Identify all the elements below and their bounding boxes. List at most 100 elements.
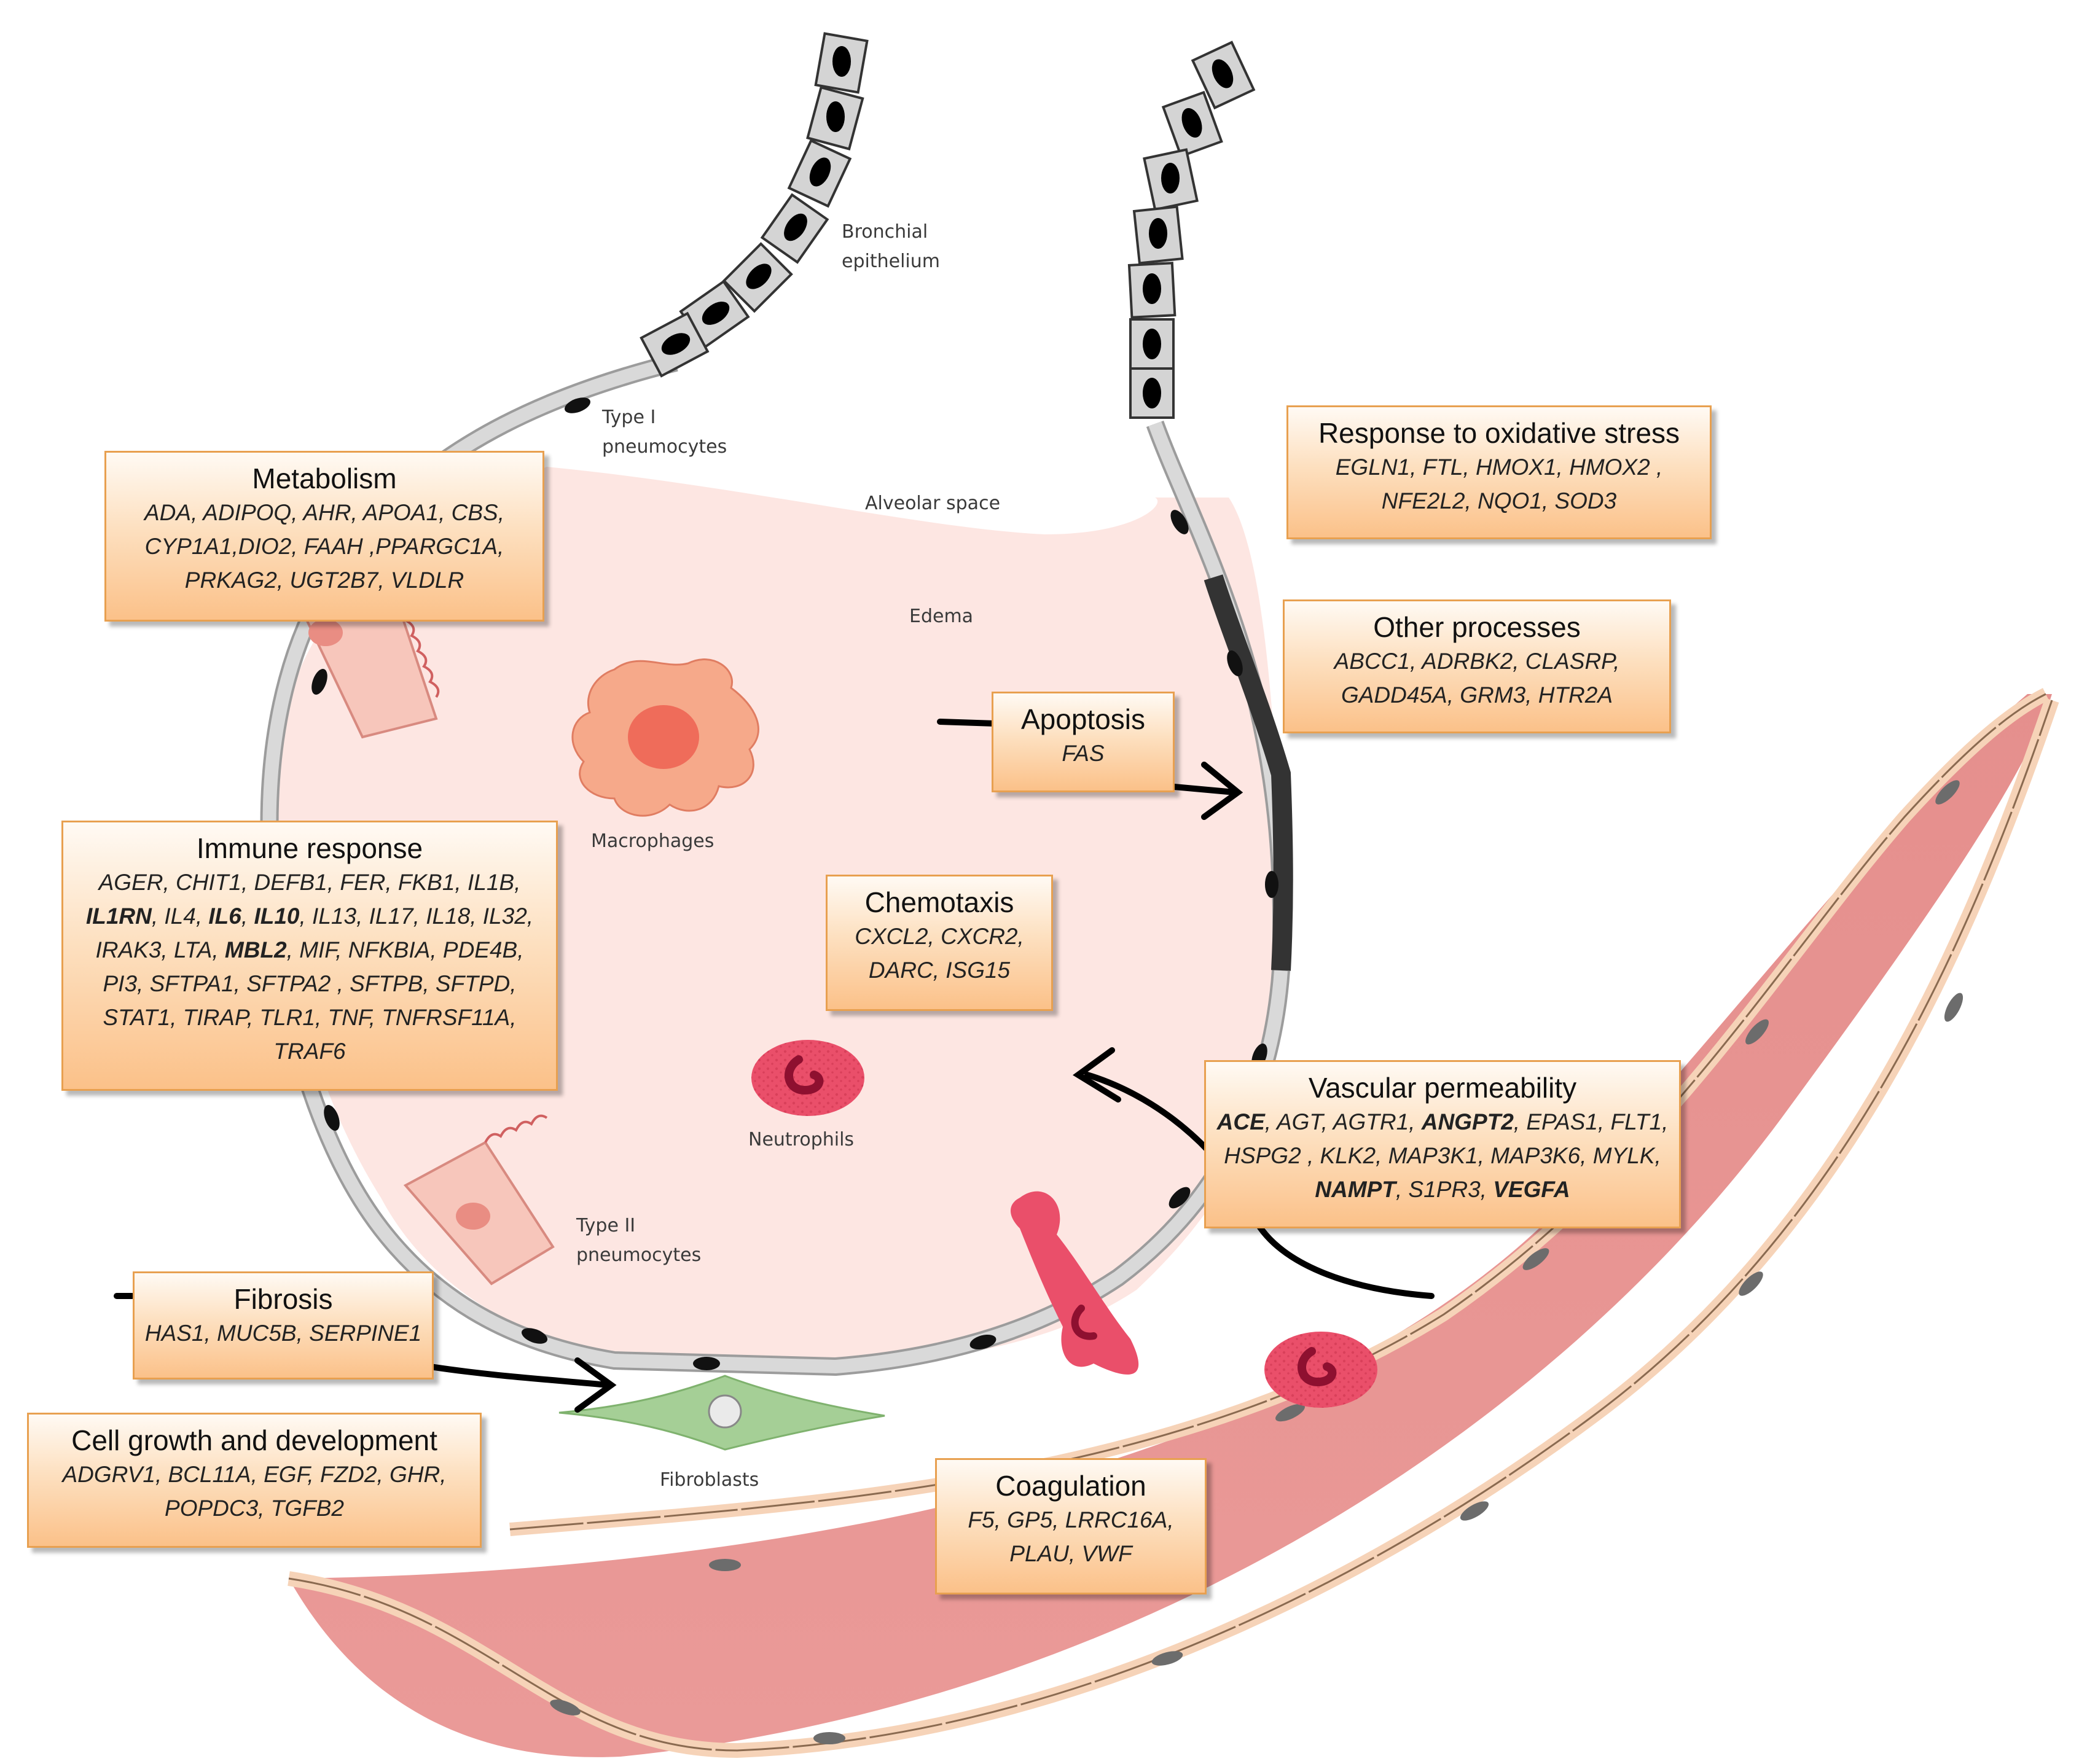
label-type1-line1: Type I	[602, 407, 656, 428]
coagulation-genes-line: F5, GP5, LRRC16A,	[937, 1503, 1205, 1537]
vascular-genes-line: HSPG2 , KLK2, MAP3K1, MAP3K6, MYLK,	[1206, 1139, 1679, 1173]
gene-text: , AGT, AGTR1,	[1264, 1109, 1422, 1134]
vascular-genes-line: ACE, AGT, AGTR1, ANGPT2, EPAS1, FLT1,	[1206, 1105, 1679, 1139]
cellgrowth-genes-line: POPDC3, TGFB2	[29, 1491, 480, 1525]
gene-text: HSPG2 , KLK2, MAP3K1, MAP3K6, MYLK,	[1224, 1143, 1661, 1168]
gene-text: , IL13, IL17, IL18, IL32,	[299, 903, 534, 929]
immune-genes-line: IRAK3, LTA, MBL2, MIF, NFKBIA, PDE4B,	[63, 933, 556, 967]
oxidative-genes-line: NFE2L2, NQO1, SOD3	[1288, 484, 1710, 518]
label-type1-line2: pneumocytes	[602, 436, 727, 458]
gene-bold: ACE	[1216, 1109, 1265, 1134]
gene-text: IRAK3, LTA,	[95, 937, 225, 962]
gene-text: NFE2L2, NQO1, SOD3	[1381, 488, 1617, 513]
immune-genes-line: PI3, SFTPA1, SFTPA2 , SFTPB, SFTPD,	[63, 967, 556, 1001]
gene-text: , IL4,	[151, 903, 209, 929]
vascular-arrowhead	[1073, 1047, 1121, 1102]
type2-pneumocyte-lower	[403, 1114, 555, 1286]
apoptosis-title: Apoptosis	[1020, 703, 1145, 735]
metabolism-title: Metabolism	[252, 462, 397, 494]
arrows	[114, 719, 1435, 1413]
gene-text: GADD45A, GRM3, HTR2A	[1341, 682, 1613, 708]
gene-text: TRAF6	[273, 1039, 346, 1064]
gene-text: F5, GP5, LRRC16A,	[968, 1507, 1174, 1532]
label-neutrophils: Neutrophils	[748, 1129, 855, 1150]
neutrophil-cell	[751, 1040, 864, 1116]
gene-text: PI3, SFTPA1, SFTPA2 , SFTPB, SFTPD,	[103, 971, 517, 996]
fibrosis-arrowhead	[574, 1357, 617, 1413]
fibroblast-cell	[558, 1375, 885, 1451]
gene-text: ABCC1, ADRBK2, CLASRP,	[1334, 649, 1620, 674]
chemotaxis-genes-line: CXCL2, CXCR2,	[828, 919, 1051, 953]
immune-title: Immune response	[196, 832, 423, 864]
gene-text: STAT1, TIRAP, TLR1, TNF, TNFRSF11A,	[103, 1005, 517, 1030]
gene-text: POPDC3, TGFB2	[165, 1496, 344, 1521]
label-bronchial-line2: epithelium	[842, 251, 940, 272]
gene-text: DARC, ISG15	[868, 958, 1011, 983]
gene-text: ADA, ADIPOQ, AHR, APOA1, CBS,	[144, 500, 504, 525]
gene-bold: ANGPT2	[1421, 1109, 1514, 1134]
gene-text: FAS	[1062, 741, 1105, 766]
apoptosis-arrowhead	[1201, 762, 1243, 820]
metabolism-genes-line: PRKAG2, UGT2B7, VLDLR	[106, 563, 542, 597]
chemotaxis-title: Chemotaxis	[864, 886, 1014, 918]
gene-text: ,	[241, 903, 254, 929]
macrophage-cell	[571, 658, 759, 817]
fibrosis-genes-line: HAS1, MUC5B, SERPINE1	[135, 1316, 432, 1350]
gene-bold: NAMPT	[1315, 1177, 1396, 1202]
gene-text: ADGRV1, BCL11A, EGF, FZD2, GHR,	[62, 1462, 447, 1487]
label-type2-line1: Type II	[576, 1215, 636, 1236]
oxidative-genes-line: EGLN1, FTL, HMOX1, HMOX2 ,	[1288, 450, 1710, 484]
gene-bold: MBL2	[224, 937, 287, 962]
gene-text: EGLN1, FTL, HMOX1, HMOX2 ,	[1335, 455, 1663, 480]
apoptotic-cells	[1204, 574, 1293, 971]
gene-bold: IL10	[254, 903, 300, 929]
label-type2-pneumocytes: Type II pneumocytes	[576, 1211, 701, 1270]
label-type1-pneumocytes: Type I pneumocytes	[602, 403, 727, 462]
gene-bold: IL1RN	[85, 903, 152, 929]
immune-genes-line: AGER, CHIT1, DEFB1, FER, FKB1, IL1B,	[63, 865, 556, 899]
other-genes-line: ABCC1, ADRBK2, CLASRP,	[1285, 644, 1669, 678]
cellgrowth-genes-line: ADGRV1, BCL11A, EGF, FZD2, GHR,	[29, 1458, 480, 1491]
bronchial-epithelium-left	[640, 32, 869, 378]
gene-bold: VEGFA	[1493, 1177, 1570, 1202]
apoptosis-genes-line: FAS	[993, 736, 1173, 770]
gene-text: , EPAS1, FLT1,	[1513, 1109, 1669, 1134]
immune-genes-line: IL1RN, IL4, IL6, IL10, IL13, IL17, IL18,…	[63, 899, 556, 933]
other-genes-line: GADD45A, GRM3, HTR2A	[1285, 678, 1669, 712]
vascular-title: Vascular permeability	[1308, 1072, 1577, 1104]
gene-text: , MIF, NFKBIA, PDE4B,	[286, 937, 524, 962]
label-bronchial-line1: Bronchial	[842, 221, 928, 243]
gene-text: AGER, CHIT1, DEFB1, FER, FKB1, IL1B,	[98, 870, 521, 895]
label-fibroblasts: Fibroblasts	[660, 1469, 759, 1491]
gene-text: PLAU, VWF	[1009, 1541, 1132, 1566]
immune-genes-line: TRAF6	[63, 1034, 556, 1068]
transmigrating-neutrophil	[1011, 1191, 1139, 1375]
gene-bold: IL6	[208, 903, 241, 929]
coagulation-title: Coagulation	[995, 1470, 1146, 1502]
fibrosis-title: Fibrosis	[233, 1283, 333, 1315]
cellgrowth-title: Cell growth and development	[71, 1424, 437, 1456]
gene-text: , S1PR3,	[1395, 1177, 1494, 1202]
fibrosis-arrow	[427, 1364, 611, 1388]
metabolism-genes-line: ADA, ADIPOQ, AHR, APOA1, CBS,	[106, 496, 542, 529]
label-macrophages: Macrophages	[591, 830, 715, 852]
oxidative-title: Response to oxidative stress	[1318, 417, 1680, 449]
metabolism-genes-line: CYP1A1,DIO2, FAAH ,PPARGC1A,	[106, 529, 542, 563]
gene-text: CXCL2, CXCR2,	[855, 924, 1024, 949]
coagulation-genes-line: PLAU, VWF	[937, 1537, 1205, 1571]
label-edema: Edema	[909, 606, 974, 627]
other-title: Other processes	[1373, 611, 1581, 643]
immune-genes-line: STAT1, TIRAP, TLR1, TNF, TNFRSF11A,	[63, 1001, 556, 1034]
chemotaxis-genes-line: DARC, ISG15	[828, 953, 1051, 987]
apoptosis-arrow-line	[937, 719, 998, 727]
